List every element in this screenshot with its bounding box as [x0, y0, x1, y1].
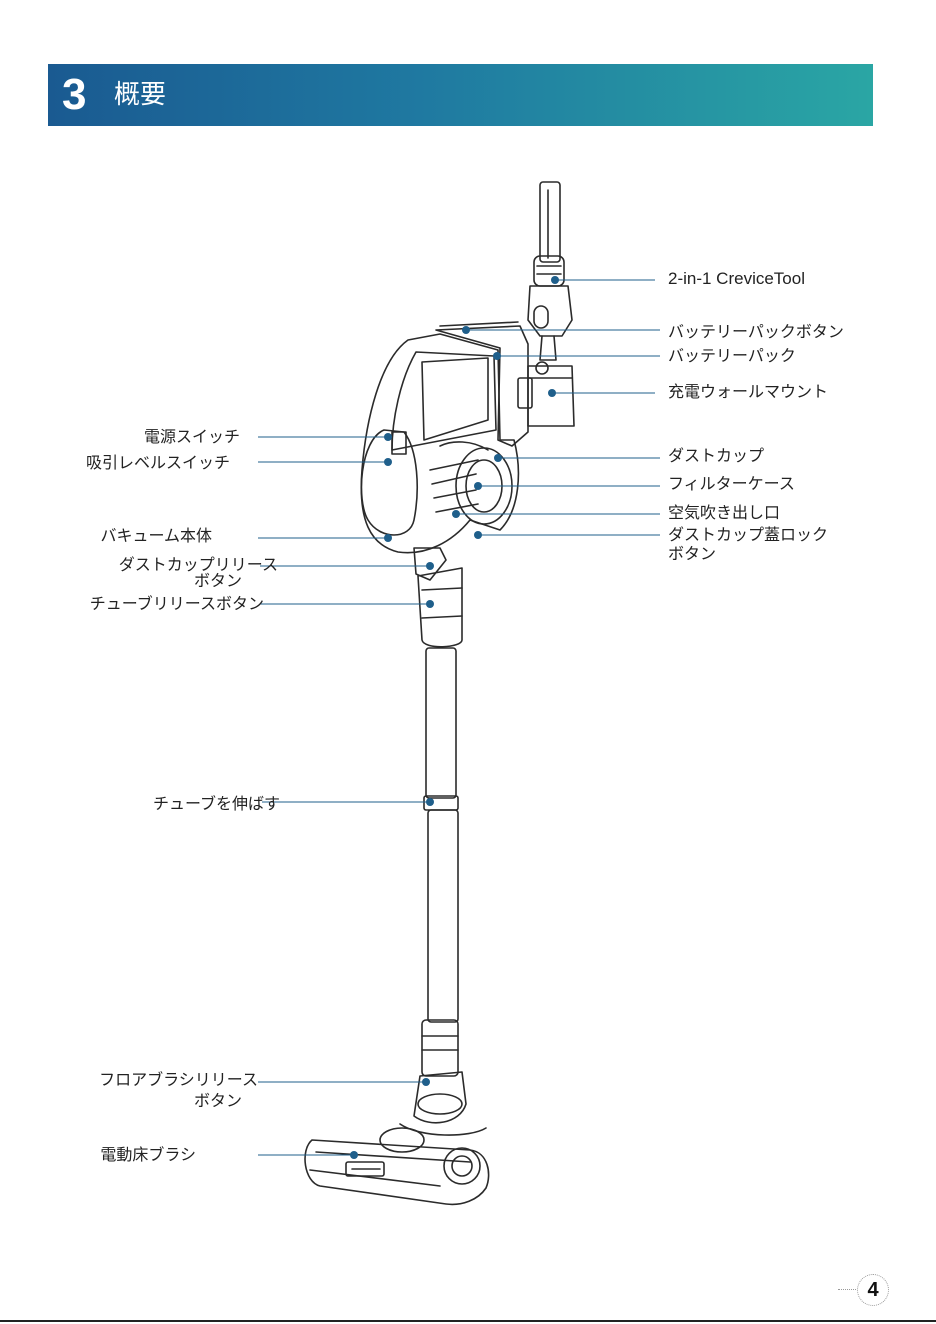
label-air-outlet: 空気吹き出し口 [668, 503, 780, 522]
label-vacuum-body: バキューム本体 [60, 526, 212, 545]
marker-filter-case [474, 482, 482, 490]
label-battery-pack-button: バッテリーパックボタン [668, 322, 844, 341]
marker-dust-cup-lid-lock [474, 531, 482, 539]
tube-connector [414, 548, 462, 647]
marker-air-outlet [452, 510, 460, 518]
marker-crevice-tool [551, 276, 559, 284]
label-floor-brush-release-line2: ボタン [60, 1091, 242, 1110]
label-power-floor-brush: 電動床ブラシ [60, 1145, 196, 1164]
tube-shape [422, 648, 458, 1076]
label-crevice-tool: 2-in-1 CreviceTool [668, 269, 805, 288]
marker-vacuum-body [384, 534, 392, 542]
marker-battery-pack-button [462, 326, 470, 334]
label-dust-cup-lid-lock-line2: ボタン [668, 544, 716, 563]
marker-extend-tube [426, 798, 434, 806]
label-power-switch: 電源スイッチ [60, 427, 240, 446]
label-suction-level-switch: 吸引レベルスイッチ [60, 453, 230, 472]
label-extend-tube: チューブを伸ばす [60, 794, 280, 813]
marker-floor-brush-release [422, 1078, 430, 1086]
label-dust-cup-lid-lock-line1: ダストカップ蓋ロック [668, 525, 828, 544]
label-dust-cup-release-line2: ボタン [60, 571, 242, 590]
floor-brush-shape [305, 1128, 489, 1204]
marker-tube-release [426, 600, 434, 608]
page-number: 4 [857, 1274, 889, 1306]
marker-suction-level-switch [384, 458, 392, 466]
battery-pack-shape [436, 322, 532, 446]
brush-joint [400, 1072, 486, 1135]
marker-dust-cup-release [426, 562, 434, 570]
marker-battery-pack [493, 352, 501, 360]
marker-power-floor-brush [350, 1151, 358, 1159]
label-tube-release-button: チューブリリースボタン [60, 594, 264, 613]
label-filter-case: フィルターケース [668, 474, 795, 493]
crevice-tool [528, 182, 572, 360]
marker-wall-mount [548, 389, 556, 397]
label-dust-cup: ダストカップ [668, 446, 764, 465]
label-battery-pack: バッテリーパック [668, 346, 796, 365]
page-number-dots [838, 1289, 856, 1290]
marker-dust-cup [494, 454, 502, 462]
label-wall-mount: 充電ウォールマウント [668, 382, 828, 401]
main-body-shape [361, 334, 518, 553]
label-floor-brush-release-line1: フロアブラシリリース [60, 1070, 258, 1089]
marker-power-switch [384, 433, 392, 441]
footer-rule [0, 1320, 936, 1322]
